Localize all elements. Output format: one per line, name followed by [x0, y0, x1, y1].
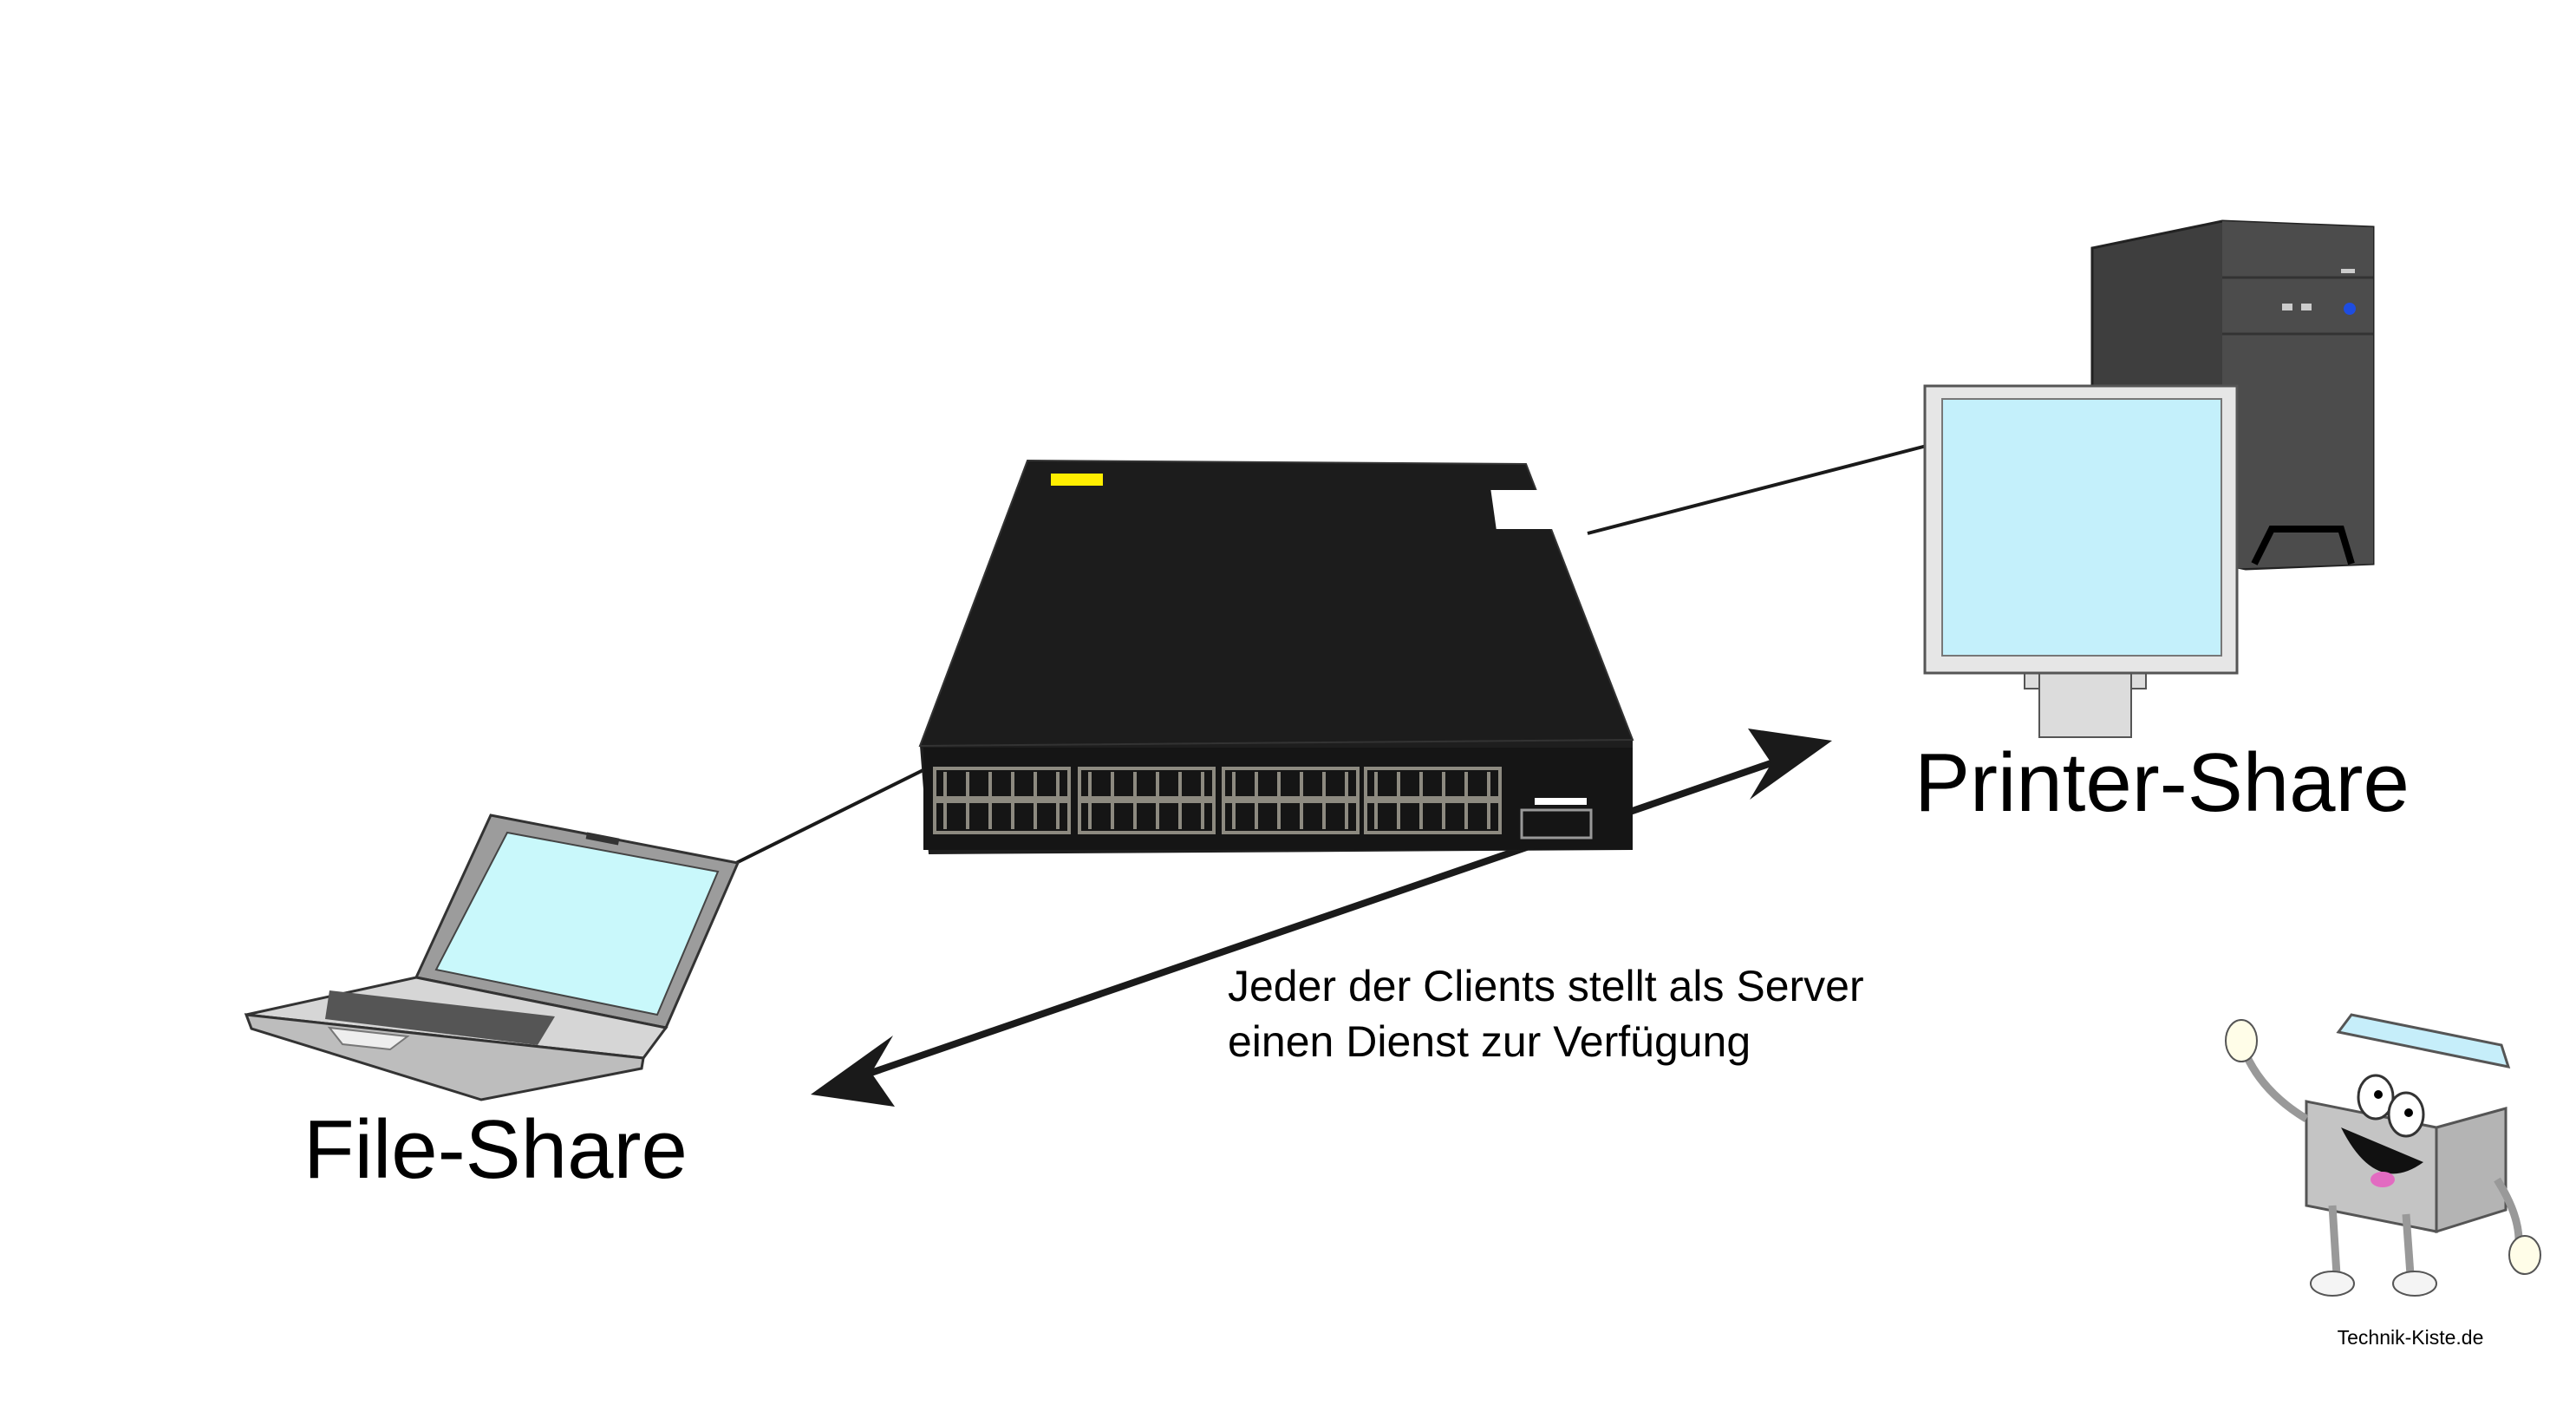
- logo-text: Technik-Kiste.de: [2338, 1326, 2484, 1349]
- port-divider: [935, 796, 1069, 803]
- network-switch-icon: [918, 459, 1634, 854]
- file-share-label: File-Share: [303, 1103, 688, 1196]
- arrowhead-right-icon: [1748, 729, 1832, 800]
- printer-share-label: Printer-Share: [1914, 736, 2410, 829]
- monitor-icon: [1923, 384, 2239, 738]
- laptop-icon: [244, 814, 740, 1101]
- description-line-1: Jeder der Clients stellt als Server: [1228, 962, 1864, 1010]
- link-switch-desktop: [1587, 444, 1927, 535]
- port-divider: [1223, 796, 1358, 803]
- technik-kiste-logo: Technik-Kiste.de: [2225, 1013, 2541, 1349]
- port-divider: [1079, 796, 1214, 803]
- description-line-2: einen Dienst zur Verfügung: [1228, 1017, 1751, 1066]
- arrowhead-left-icon: [811, 1036, 895, 1107]
- port-divider: [1366, 796, 1500, 803]
